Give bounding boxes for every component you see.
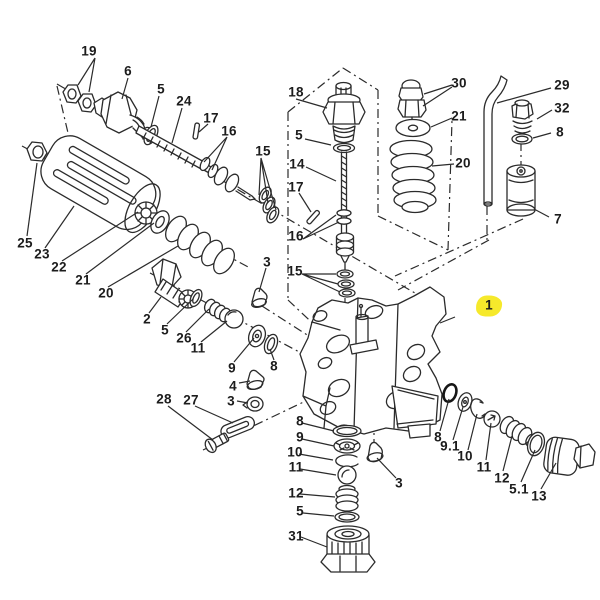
part-label-9: 9: [228, 360, 236, 376]
part-label-21: 21: [75, 272, 91, 288]
spring-adjuster-group-drawing: [389, 79, 437, 214]
part-label-32: 32: [554, 100, 570, 116]
part-label-15: 15: [255, 143, 271, 159]
part-label-23: 23: [34, 246, 50, 262]
part-label-5.1: 5.1: [509, 481, 529, 497]
part-label-25: 25: [17, 235, 33, 251]
part-label-5: 5: [296, 503, 304, 519]
part-label-13: 13: [531, 488, 547, 504]
valve-body-drawing: [299, 286, 447, 439]
part-label-17: 17: [288, 179, 304, 195]
part-label-30: 30: [451, 75, 467, 91]
part-label-21: 21: [451, 108, 467, 124]
part-label-9.1: 9.1: [440, 438, 460, 454]
part-label-8: 8: [434, 429, 442, 445]
part-label-5: 5: [161, 322, 169, 338]
part-label-11: 11: [476, 459, 492, 475]
part-label-5: 5: [295, 127, 303, 143]
part-label-7: 7: [554, 211, 562, 227]
mounting-hardware-drawing: [204, 396, 264, 454]
part-label-28: 28: [156, 391, 172, 407]
part-label-10: 10: [457, 448, 473, 464]
part-label-3: 3: [263, 254, 271, 270]
part-label-27: 27: [183, 392, 199, 408]
outlet-valve-kit-drawing: [320, 424, 384, 573]
part-label-16: 16: [288, 228, 304, 244]
part-label-24: 24: [176, 93, 192, 109]
part-label-9: 9: [296, 429, 304, 445]
piston-seal-kit-drawing: [442, 382, 596, 476]
part-label-8: 8: [296, 413, 304, 429]
part-label-12: 12: [288, 485, 304, 501]
part-label-19: 19: [81, 43, 97, 59]
part-label-10: 10: [287, 444, 303, 460]
part-label-2: 2: [143, 311, 151, 327]
part-label-14: 14: [289, 156, 305, 172]
part-label-4: 4: [229, 378, 237, 394]
part-label-18: 18: [288, 84, 304, 100]
part-label-26: 26: [176, 330, 192, 346]
part-label-6: 6: [124, 63, 132, 79]
part-label-3: 3: [227, 393, 235, 409]
part-label-8: 8: [270, 358, 278, 374]
leader-lines: [26, 57, 557, 548]
inlet-fitting-assembly-drawing: [62, 84, 280, 224]
accumulator-assembly-drawing: [26, 135, 235, 275]
part-label-29: 29: [554, 77, 570, 93]
part-label-12: 12: [494, 470, 510, 486]
part-label-11: 11: [190, 340, 206, 356]
part-label-11: 11: [288, 459, 304, 475]
part-label-5: 5: [157, 81, 165, 97]
part-label-20: 20: [455, 155, 471, 171]
part-label-3: 3: [395, 475, 403, 491]
part-label-20: 20: [98, 285, 114, 301]
part-label-31: 31: [288, 528, 304, 544]
unloader-stem-assembly-drawing: [306, 81, 366, 298]
part-label-8: 8: [556, 124, 564, 140]
part-label-16: 16: [221, 123, 237, 139]
check-valve-assembly-drawing: [151, 258, 279, 391]
part-label-15: 15: [287, 263, 303, 279]
part-label-1-highlighted: 1: [476, 295, 502, 317]
lance-and-piston-group-drawing: [483, 75, 536, 217]
part-label-22: 22: [51, 259, 67, 275]
part-label-17: 17: [203, 110, 219, 126]
